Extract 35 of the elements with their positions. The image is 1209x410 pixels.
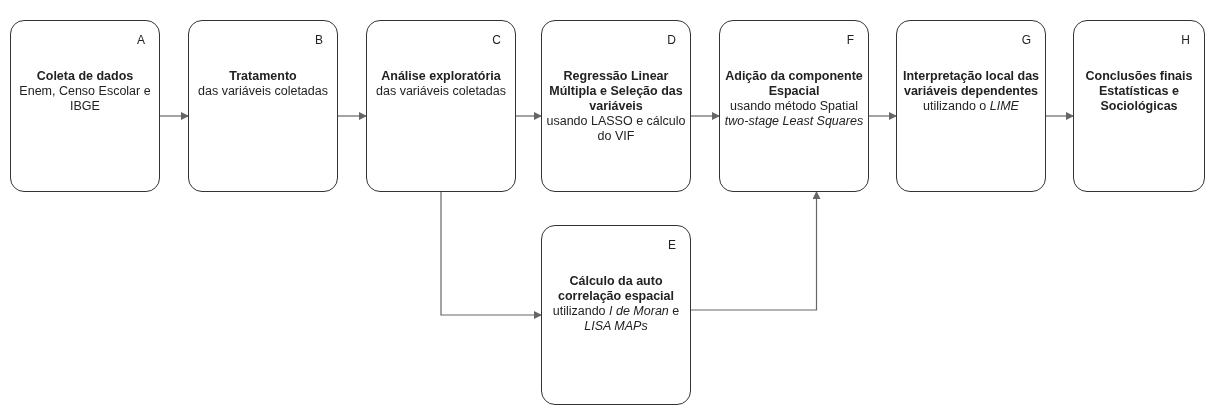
- step-description: utilizando I de Moran e LISA MAPs: [551, 304, 681, 334]
- process-box: [541, 20, 691, 192]
- step-letter: F: [846, 33, 854, 47]
- step-description: Enem, Censo Escolar e IBGE: [18, 84, 152, 114]
- step-letter: H: [1181, 33, 1190, 47]
- step-title: Tratamento: [228, 69, 298, 84]
- process-box: [1073, 20, 1205, 192]
- process-box: [188, 20, 338, 192]
- step-letter: G: [1021, 33, 1031, 47]
- step-description: usando LASSO e cálculo do VIF: [546, 114, 686, 144]
- process-box: [541, 225, 691, 405]
- arrow: [1045, 112, 1074, 120]
- step-description: das variáveis coletadas: [375, 84, 507, 99]
- process-box: [719, 20, 869, 192]
- arrow: [515, 112, 542, 120]
- process-box: [10, 20, 160, 192]
- step-description: usando método Spatial two-stage Least Squares: [724, 99, 864, 129]
- arrow: [868, 112, 897, 120]
- step-letter: A: [137, 33, 145, 47]
- step-letter: B: [315, 33, 323, 47]
- arrow: [690, 191, 821, 311]
- arrow: [337, 112, 367, 120]
- step-title: Análise exploratória: [380, 69, 502, 84]
- step-letter: E: [668, 238, 676, 252]
- step-letter: C: [492, 33, 501, 47]
- step-description: das variáveis coletadas: [197, 84, 329, 99]
- step-title: Coleta de dados: [35, 69, 135, 84]
- step-title: Conclusões finais Estatísticas e Sociológicas: [1084, 69, 1194, 114]
- arrow: [159, 112, 189, 120]
- process-box: [366, 20, 516, 192]
- step-description: utilizando o LIME: [922, 99, 1020, 114]
- process-box: [896, 20, 1046, 192]
- step-letter: D: [667, 33, 676, 47]
- arrow: [690, 112, 720, 120]
- arrow: [440, 191, 542, 319]
